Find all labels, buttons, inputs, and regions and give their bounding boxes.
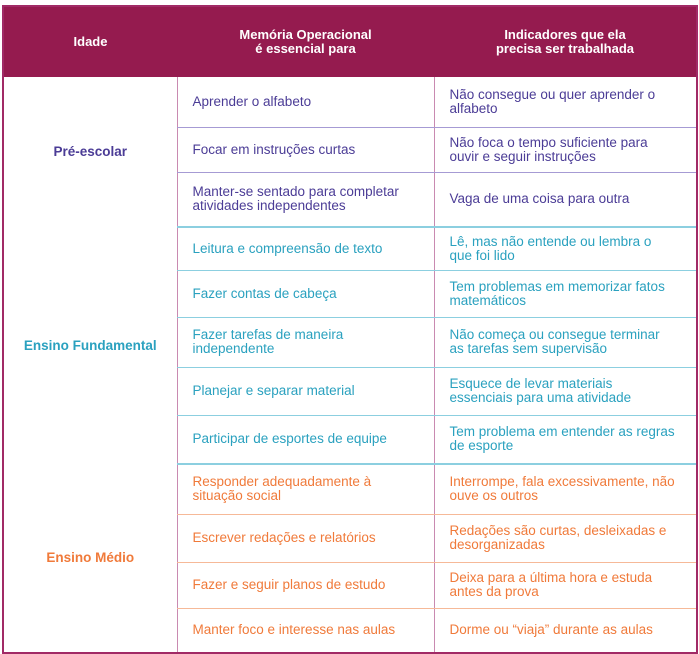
header-need: Memória Operacional é essencial para	[177, 7, 434, 77]
indicator-cell: Interrompe, fala excessivamente, não ouv…	[433, 464, 696, 515]
table-row: Ensino Fundamental Leitura e compreensão …	[4, 227, 696, 352]
indicator-cell: Não consegue ou quer aprender o alfabeto	[433, 77, 696, 128]
need-cell: Manter foco e interesse nas aulas	[176, 608, 434, 652]
header-indicator: Indicadores que ela precisa ser trabalha…	[434, 7, 696, 77]
indicator-cell: Lê, mas não entende ou lembra o que foi …	[433, 227, 696, 271]
indicator-cell: Não começa ou consegue terminar as taref…	[433, 317, 696, 368]
indicator-cell: Redações são curtas, desleixadas e desor…	[433, 514, 696, 563]
indicator-cell: Vaga de uma coisa para outra	[433, 172, 696, 228]
indicator-cell: Não foca o tempo suficiente para ouvir e…	[433, 127, 696, 173]
table-row: Manter-se sentado para completar ativida…	[4, 172, 696, 228]
indicator-cell: Tem problemas em memorizar fatos matemát…	[433, 270, 696, 318]
need-cell: Escrever redações e relatórios	[176, 514, 434, 563]
indicator-cell: Dorme ou “viaja” durante as aulas	[433, 608, 696, 652]
header-age: Idade	[4, 7, 177, 77]
need-cell: Participar de esportes de equipe	[176, 415, 434, 465]
need-cell: Fazer e seguir planos de estudo	[176, 562, 434, 609]
working-memory-table: Idade Memória Operacional é essencial pa…	[2, 5, 698, 654]
age-group-label: Ensino Médio	[46, 550, 135, 565]
need-cell: Fazer contas de cabeça	[176, 270, 434, 318]
need-cell: Manter-se sentado para completar ativida…	[176, 172, 434, 228]
header-row: Idade Memória Operacional é essencial pa…	[4, 7, 696, 77]
age-group-label: Pré-escolar	[53, 144, 128, 159]
need-cell: Responder adequadamente à situação socia…	[176, 464, 434, 515]
age-group-label: Ensino Fundamental	[23, 337, 157, 353]
table-row: Ensino Médio Responder adequadamente à si…	[4, 464, 696, 565]
need-cell: Planejar e separar material	[176, 367, 434, 416]
indicator-cell: Deixa para a última hora e estuda antes …	[433, 562, 696, 609]
need-cell: Leitura e compreensão de texto	[176, 227, 434, 271]
indicator-cell: Esquece de levar materiais essenciais pa…	[433, 367, 696, 416]
need-cell: Focar em instruções curtas	[176, 127, 434, 173]
indicator-cell: Tem problema em entender as regras de es…	[433, 415, 696, 465]
need-cell: Fazer tarefas de maneira independente	[176, 317, 434, 368]
need-cell: Aprender o alfabeto	[176, 77, 434, 128]
